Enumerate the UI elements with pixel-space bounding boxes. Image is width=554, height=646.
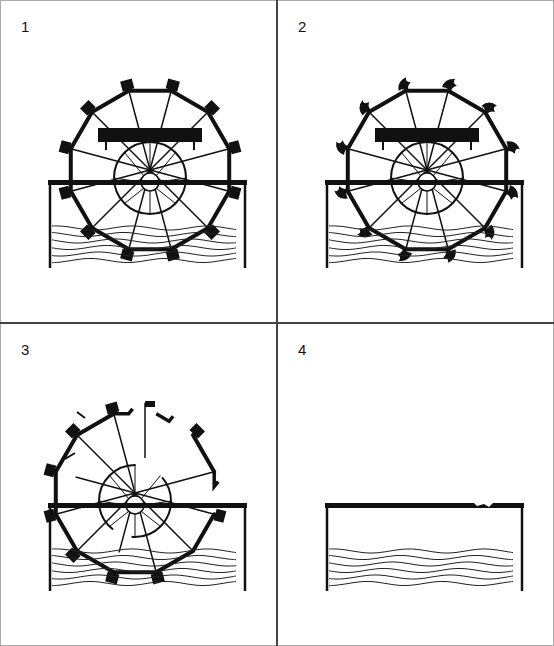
support-post [49,180,52,268]
water-wave [329,252,513,256]
water-wave [52,252,236,256]
paddle [441,76,458,92]
water-wave [329,245,513,249]
paddle [204,100,220,116]
support-post [244,180,247,268]
water-wave [329,575,513,579]
broken-beam [325,503,524,508]
water-wave [329,555,513,559]
paddle [480,98,499,117]
water-wave [52,258,236,262]
paddle [229,140,242,154]
paddle [44,463,57,477]
paddle [355,223,374,242]
paddle [504,139,520,156]
paddle [441,247,458,263]
water-wave [52,581,236,585]
paddle [105,572,119,585]
water-wave [329,581,513,585]
paddle [59,186,72,200]
paddle [333,139,349,156]
axle-beam [325,180,524,185]
paddle [333,184,349,201]
water-wave [52,562,236,566]
water-wave [329,226,513,230]
paddle-wheel [44,401,227,584]
panel-drawing [325,503,524,591]
paddle [80,224,96,240]
water-wave [52,232,236,236]
panel-number: 1 [20,18,30,35]
water-wave [52,555,236,559]
paddle [120,79,134,92]
water-wave [329,232,513,236]
platform [98,128,202,142]
panel-number: 2 [297,18,307,35]
water-wave [52,568,236,572]
support-post [521,503,524,591]
water-wave [329,258,513,262]
water-wave [52,575,236,579]
water-wave [52,245,236,249]
axle-beam [48,503,247,508]
panel-drawing [48,79,247,268]
paddle [105,402,119,415]
water-wave [329,568,513,572]
axle-beam [48,180,247,185]
paddle [80,100,96,116]
water-wave [329,239,513,243]
water-wave [52,226,236,230]
panel-drawing [44,401,247,591]
support-post [244,503,247,591]
support-post [49,503,52,591]
water-wave [329,549,513,553]
platform [375,128,479,142]
support-post [521,180,524,268]
water-wave [52,549,236,553]
panel-drawing [325,76,524,268]
support-post [326,180,329,268]
paddle [396,76,413,92]
panel-number: 3 [20,341,30,358]
paddle [504,184,520,201]
support-post [326,503,329,591]
paddle [214,509,227,523]
paddle [59,140,72,154]
paddle [166,79,180,92]
water-wave [329,562,513,566]
water-wave [52,239,236,243]
paddle [355,98,374,117]
paddle [189,423,205,439]
panel-number: 4 [297,341,307,358]
paddle [229,186,242,200]
paddle [65,423,81,439]
